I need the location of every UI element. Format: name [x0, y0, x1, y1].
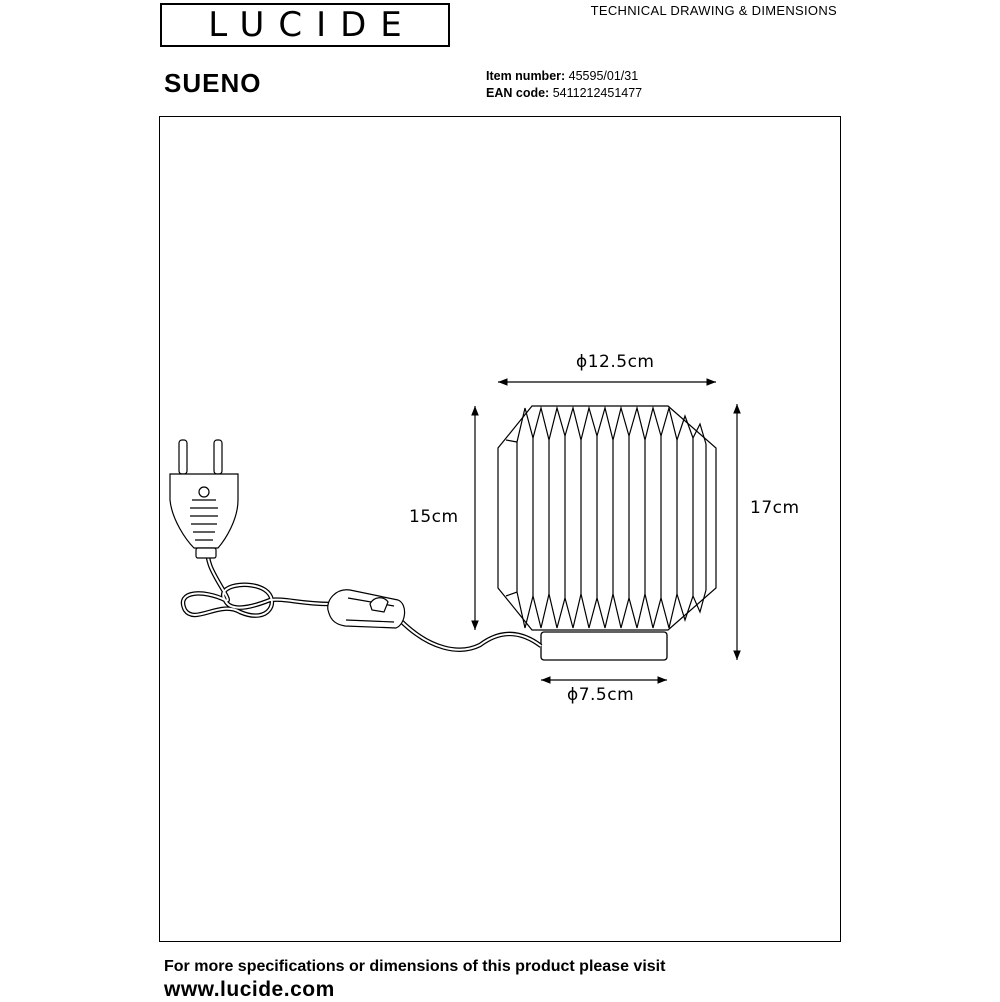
item-number-label: Item number: [486, 69, 562, 83]
shade-height-label: 15cm: [409, 507, 459, 527]
lamp-shade: [497, 405, 717, 631]
item-number-value: 45595/01/31: [568, 69, 639, 83]
ean-label: EAN code: [486, 86, 546, 100]
document-type: TECHNICAL DRAWING & DIMENSIONS: [590, 3, 837, 18]
footer-note: For more specifications or dimensions of…: [164, 958, 666, 975]
ean-row: EAN code: 5411212451477: [486, 86, 643, 100]
product-meta: Item number: 45595/01/31 EAN code: 54112…: [486, 68, 642, 102]
base-diameter-label: ϕ7.5cm: [567, 685, 635, 705]
drawing-frame: [159, 116, 841, 942]
brand-logo: LUCIDE: [160, 3, 450, 47]
dimension-lines: [471, 378, 741, 684]
ean-value: 5411212451477: [552, 86, 643, 100]
cable-switch: [327, 589, 406, 629]
brand-logo-text: LUCIDE: [208, 5, 416, 45]
total-height-label: 17cm: [750, 498, 800, 518]
product-name: SUENO: [164, 68, 262, 98]
item-number-row: Item number: 45595/01/31: [486, 69, 639, 83]
footer-url[interactable]: www.lucide.com: [164, 978, 335, 1001]
shade-diameter-label: ϕ12.5cm: [576, 352, 655, 372]
euro-plug: [169, 439, 239, 559]
lamp-base: [540, 631, 668, 661]
